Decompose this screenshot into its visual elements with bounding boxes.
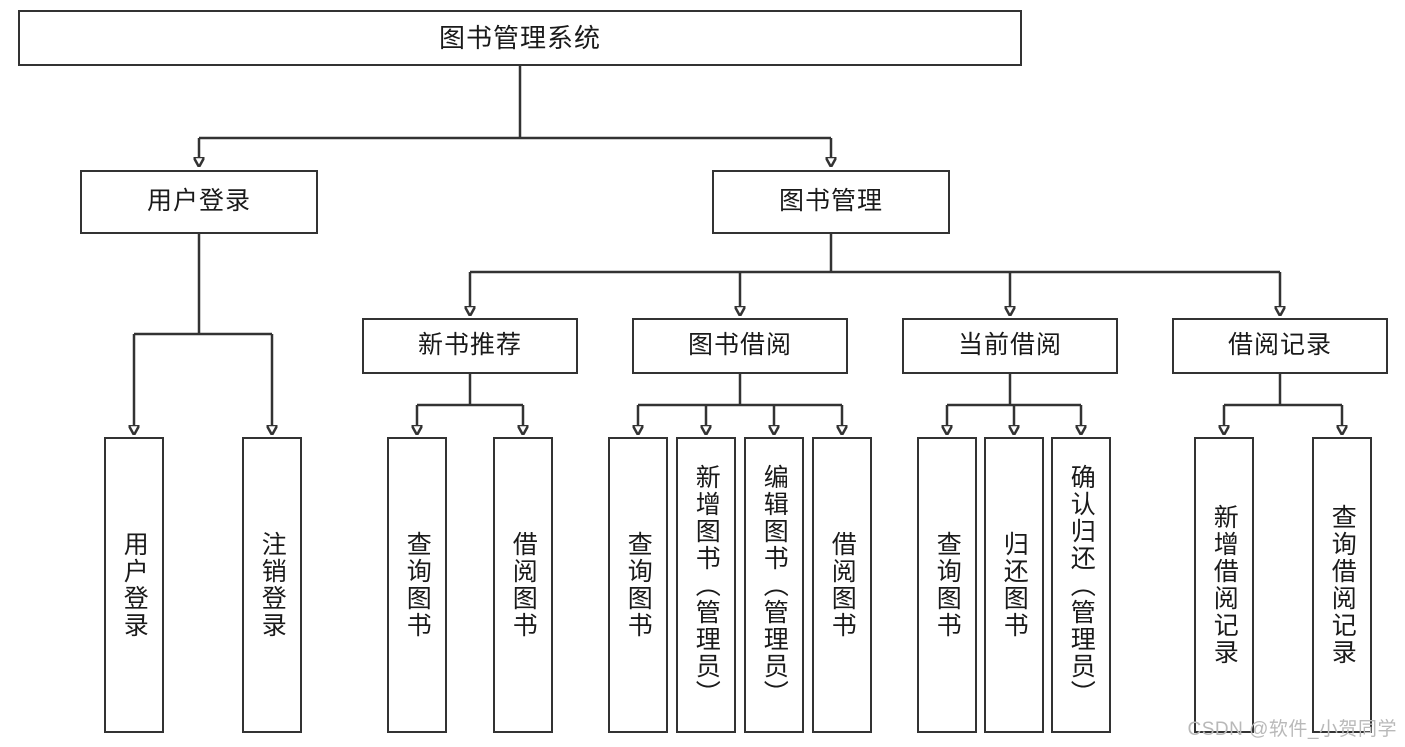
leaf-record-query[interactable]: 查询借阅记录 (1312, 437, 1372, 733)
node-label: 查询图书 (933, 531, 962, 639)
node-current-borrowing[interactable]: 当前借阅 (902, 318, 1118, 374)
node-label: 图书管理系统 (438, 22, 601, 53)
node-label: 新增图书（管理员） (692, 463, 721, 707)
leaf-current-borrow-query[interactable]: 查询图书 (917, 437, 977, 733)
leaf-book-borrow-borrow[interactable]: 借阅图书 (812, 437, 872, 733)
leaf-new-book-query[interactable]: 查询图书 (387, 437, 447, 733)
node-user-login[interactable]: 用户登录 (80, 170, 318, 234)
node-label: 用户登录 (146, 187, 251, 216)
node-root-book-management-system[interactable]: 图书管理系统 (18, 10, 1022, 66)
leaf-book-borrow-edit-admin[interactable]: 编辑图书（管理员） (744, 437, 804, 733)
node-label: 借阅图书 (509, 531, 538, 639)
node-book-management[interactable]: 图书管理 (712, 170, 950, 234)
node-label: 图书管理 (778, 187, 883, 216)
leaf-user-login-login[interactable]: 用户登录 (104, 437, 164, 733)
node-label: 新增借阅记录 (1210, 504, 1239, 666)
node-label: 确认归还（管理员） (1067, 463, 1096, 707)
node-label: 注销登录 (258, 531, 287, 639)
node-borrow-records[interactable]: 借阅记录 (1172, 318, 1388, 374)
leaf-record-add[interactable]: 新增借阅记录 (1194, 437, 1254, 733)
node-label: 图书借阅 (687, 331, 792, 360)
node-label: 当前借阅 (957, 331, 1062, 360)
node-label: 查询图书 (624, 531, 653, 639)
node-label: 查询借阅记录 (1328, 504, 1357, 666)
node-label: 新书推荐 (417, 331, 522, 360)
node-book-borrowing[interactable]: 图书借阅 (632, 318, 848, 374)
node-label: 用户登录 (120, 531, 149, 639)
leaf-user-login-logout[interactable]: 注销登录 (242, 437, 302, 733)
leaf-current-borrow-confirm-return-admin[interactable]: 确认归还（管理员） (1051, 437, 1111, 733)
node-label: 借阅记录 (1227, 331, 1332, 360)
node-label: 编辑图书（管理员） (760, 463, 789, 707)
leaf-book-borrow-query[interactable]: 查询图书 (608, 437, 668, 733)
csdn-watermark: CSDN @软件_小贺同学 (1187, 719, 1397, 740)
node-label: 查询图书 (403, 531, 432, 639)
node-new-book-recommendation[interactable]: 新书推荐 (362, 318, 578, 374)
node-label: 归还图书 (1000, 531, 1029, 639)
leaf-book-borrow-add-admin[interactable]: 新增图书（管理员） (676, 437, 736, 733)
node-label: 借阅图书 (828, 531, 857, 639)
leaf-new-book-borrow[interactable]: 借阅图书 (493, 437, 553, 733)
leaf-current-borrow-return[interactable]: 归还图书 (984, 437, 1044, 733)
